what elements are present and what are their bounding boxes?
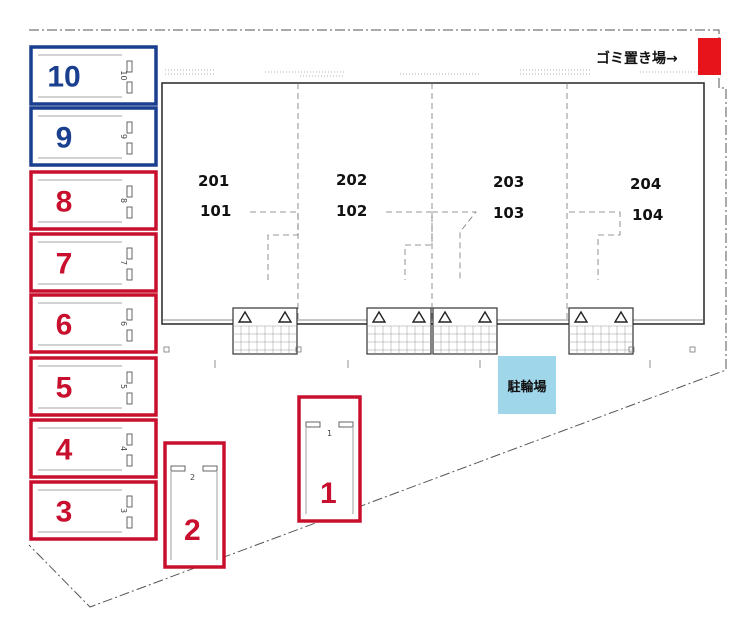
parking-slot-8-small-label: 8: [119, 198, 128, 203]
parking-slot-4-label: 4: [56, 434, 73, 467]
unit-103-label: 103: [493, 204, 524, 222]
parking-slot-9-label: 9: [56, 122, 73, 155]
parking-slot-9[interactable]: 99: [29, 106, 158, 167]
parking-slot-4-small-label: 4: [119, 446, 128, 451]
parking-slot-6-small-label: 6: [119, 321, 128, 326]
parking-slot-5[interactable]: 55: [29, 356, 158, 417]
trash-area-marker[interactable]: [698, 38, 721, 75]
parking-slot-5-label: 5: [56, 372, 73, 405]
parking-slot-3-small-label: 3: [119, 508, 128, 513]
unit-204-label: 204: [630, 175, 661, 193]
parking-slot-2-small-label: 2: [190, 473, 195, 482]
parking-slot-8-label: 8: [56, 186, 73, 219]
apartment-building: [161, 82, 705, 325]
parking-slot-8[interactable]: 88: [29, 170, 158, 231]
bicycle-parking[interactable]: 駐輪場: [498, 356, 556, 414]
parking-slot-3[interactable]: 33: [29, 480, 158, 541]
unit-203-label: 203: [493, 173, 524, 191]
boundary-hatching: [165, 69, 700, 77]
unit-101-label: 101: [200, 202, 231, 220]
parking-slot-6-label: 6: [56, 309, 73, 342]
parking-slot-1-small-label: 1: [327, 429, 332, 438]
unit-102-label: 102: [336, 202, 367, 220]
bicycle-parking-label: 駐輪場: [507, 379, 547, 395]
parking-slot-7[interactable]: 77: [29, 232, 158, 293]
parking-slot-2[interactable]: 2 2: [163, 441, 226, 569]
parking-slot-1-label: 1: [320, 477, 337, 510]
parking-slot-6[interactable]: 66: [29, 293, 158, 354]
parking-slot-5-small-label: 5: [119, 384, 128, 389]
parking-slot-7-label: 7: [56, 248, 73, 281]
unit-201-label: 201: [198, 172, 229, 190]
property-boundary: [28, 29, 727, 608]
parking-slot-2-label: 2: [184, 514, 201, 547]
entrance-decks: [232, 307, 634, 355]
unit-202-label: 202: [336, 171, 367, 189]
parking-slot-4[interactable]: 44: [29, 418, 158, 479]
parking-slot-9-small-label: 9: [119, 134, 128, 139]
unit-104-label: 104: [632, 206, 663, 224]
parking-slot-10-small-label: 10: [119, 70, 128, 80]
parking-slot-10[interactable]: 10 10: [29, 45, 158, 106]
parking-slot-1[interactable]: 1 1: [297, 395, 362, 523]
parking-slot-10-label: 10: [47, 61, 80, 94]
parking-slot-3-label: 3: [56, 496, 73, 529]
building-markers: [163, 346, 696, 368]
trash-area-label: ゴミ置き場→: [596, 51, 678, 67]
room-numbers: 201 101 202 102 203 103 204 104: [198, 171, 663, 224]
parking-slot-7-small-label: 7: [119, 260, 128, 265]
